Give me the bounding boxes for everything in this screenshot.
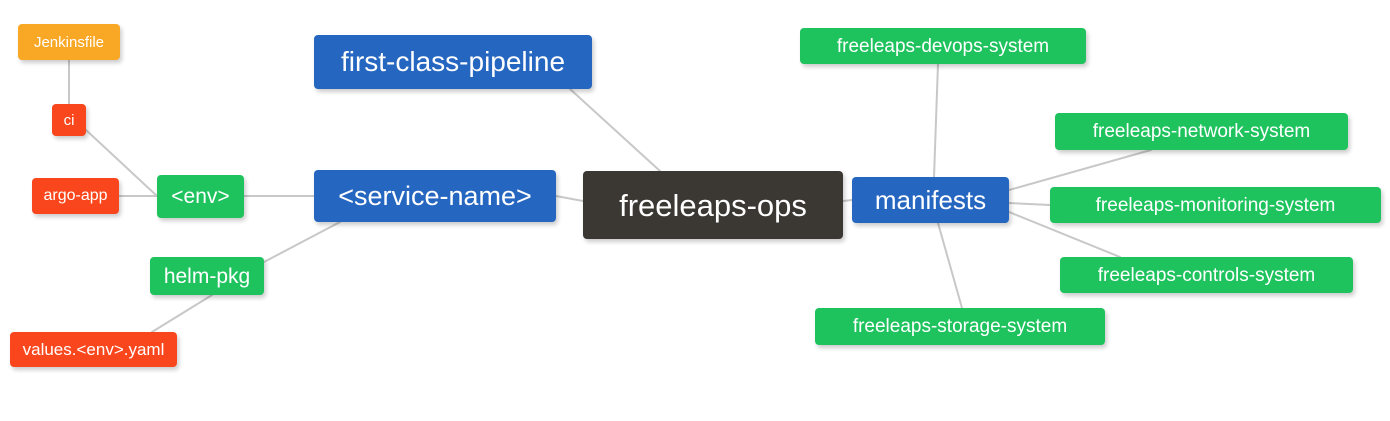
node-label: manifests — [874, 185, 987, 215]
node-first-class-pipeline[interactable]: first-class-pipeline — [314, 35, 592, 89]
node-label: ci — [63, 111, 75, 129]
node-jenkinsfile[interactable]: Jenkinsfile — [18, 24, 120, 60]
node-label: freeleaps-ops — [619, 187, 807, 223]
node-freeleaps-ops[interactable]: freeleaps-ops — [583, 171, 843, 239]
edge-devops-system-to-manifests — [933, 63, 939, 178]
node-label: argo-app — [43, 187, 108, 204]
node-network-system[interactable]: freeleaps-network-system — [1055, 113, 1348, 150]
edge-manifests-to-network-system — [1008, 149, 1152, 191]
node-service-name[interactable]: <service-name> — [314, 170, 556, 222]
node-storage-system[interactable]: freeleaps-storage-system — [815, 308, 1105, 345]
edge-service-name-to-freeleaps-ops — [555, 195, 584, 202]
node-env[interactable]: <env> — [157, 175, 244, 218]
node-label: freeleaps-storage-system — [852, 316, 1068, 337]
node-label: <env> — [171, 185, 230, 208]
node-argo-app[interactable]: argo-app — [32, 178, 119, 214]
edge-manifests-to-storage-system — [937, 222, 963, 309]
node-label: freeleaps-network-system — [1092, 121, 1311, 142]
node-manifests[interactable]: manifests — [852, 177, 1009, 223]
edge-helm-pkg-to-service-name — [263, 221, 341, 263]
edge-freeleaps-ops-to-manifests — [842, 199, 853, 202]
node-monitoring-system[interactable]: freeleaps-monitoring-system — [1050, 187, 1381, 223]
node-label: freeleaps-controls-system — [1097, 264, 1316, 286]
node-label: freeleaps-devops-system — [836, 35, 1050, 57]
node-controls-system[interactable]: freeleaps-controls-system — [1060, 257, 1353, 293]
node-label: Jenkinsfile — [33, 33, 105, 51]
node-label: values.<env>.yaml — [22, 340, 165, 359]
node-ci[interactable]: ci — [52, 104, 86, 136]
node-devops-system[interactable]: freeleaps-devops-system — [800, 28, 1086, 64]
edge-first-class-pipeline-to-freeleaps-ops — [569, 88, 661, 172]
node-label: freeleaps-monitoring-system — [1095, 194, 1336, 216]
node-label: first-class-pipeline — [340, 46, 566, 77]
edge-manifests-to-monitoring-system — [1008, 202, 1051, 206]
node-helm-pkg[interactable]: helm-pkg — [150, 257, 264, 295]
node-values-env-yaml[interactable]: values.<env>.yaml — [10, 332, 177, 367]
edge-values-env-yaml-to-helm-pkg — [151, 294, 213, 333]
node-label: helm-pkg — [163, 264, 251, 288]
node-label: <service-name> — [338, 180, 532, 211]
